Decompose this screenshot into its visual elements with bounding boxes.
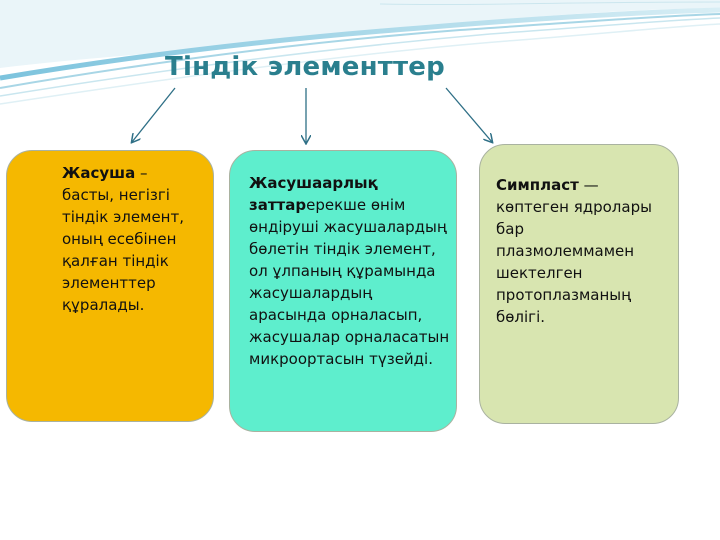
card-definition: – басты, негізгі тіндік элемент, оның ес… xyxy=(62,164,184,314)
card-symplast-text: Симпласт — көптеген ядролары бар плазмол… xyxy=(496,174,666,328)
card-cell-text: Жасуша – басты, негізгі тіндік элемент, … xyxy=(62,162,202,316)
card-term: Жасуша xyxy=(62,164,135,182)
card-intercellular-text: Жасушаарлық заттаререкше өнім өндіруші ж… xyxy=(249,172,454,370)
diagram-title: Тіндік элементтер xyxy=(150,52,460,82)
card-term: Симпласт xyxy=(496,176,579,194)
card-definition: — көптеген ядролары бар плазмолеммамен ш… xyxy=(496,176,652,326)
card-definition: ерекше өнім өндіруші жасушалардың бөлеті… xyxy=(249,196,449,368)
